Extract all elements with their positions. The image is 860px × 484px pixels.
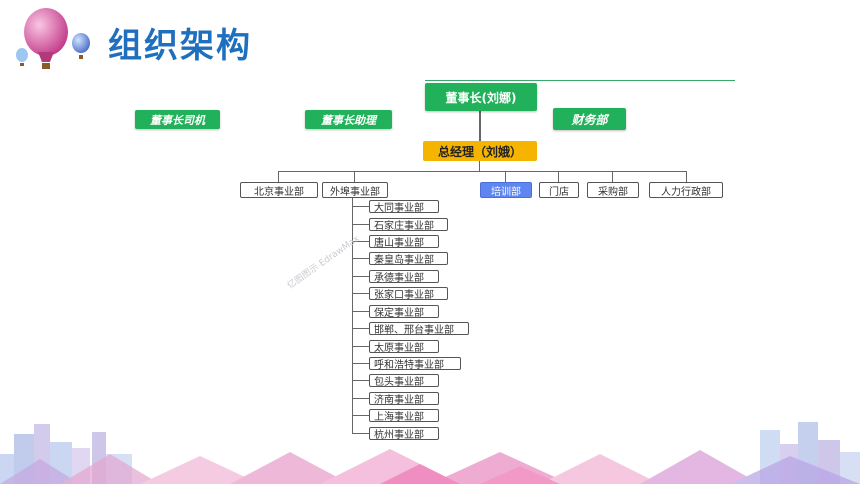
sub-dept: 保定事业部 — [369, 305, 439, 319]
dept-hr-admin: 人力行政部 — [649, 182, 723, 198]
watermark: 亿图图示 EdrawMax — [285, 234, 362, 292]
sub-dept: 太原事业部 — [369, 340, 439, 354]
sub-trunk — [352, 196, 353, 434]
dept-bus — [278, 171, 686, 172]
dept-drop — [278, 171, 279, 182]
sub-tick — [352, 224, 369, 225]
sub-dept: 石家庄事业部 — [369, 218, 448, 232]
title-rule — [425, 80, 735, 81]
dept-drop — [686, 171, 687, 182]
sub-tick — [352, 206, 369, 207]
dept-training: 培训部 — [480, 182, 532, 198]
sub-tick — [352, 346, 369, 347]
sub-tick — [352, 293, 369, 294]
sub-dept: 杭州事业部 — [369, 427, 439, 441]
gm-connector — [479, 161, 480, 171]
dept-drop — [354, 171, 355, 182]
chairman-office-box: 董事长司机 — [135, 110, 220, 129]
page-title: 组织架构 — [108, 26, 252, 66]
chairman-connector — [479, 111, 481, 141]
chairman-box: 董事长(刘娜) — [425, 83, 537, 111]
sub-tick — [352, 276, 369, 277]
finance-box: 财务部 — [553, 108, 626, 130]
dept-purchasing: 采购部 — [587, 182, 639, 198]
sub-tick — [352, 433, 369, 434]
dept-outside: 外埠事业部 — [322, 182, 388, 198]
sub-dept: 唐山事业部 — [369, 235, 439, 249]
balloon-logo-icon — [16, 8, 90, 69]
dept-drop — [612, 171, 613, 182]
skyline-decoration — [0, 422, 860, 484]
sub-dept: 承德事业部 — [369, 270, 439, 284]
dept-beijing: 北京事业部 — [240, 182, 318, 198]
gm-box: 总经理（刘娥） — [423, 141, 537, 161]
sub-dept: 大同事业部 — [369, 200, 439, 214]
dept-drop — [558, 171, 559, 182]
sub-tick — [352, 363, 369, 364]
dept-drop — [505, 171, 506, 182]
sub-dept: 上海事业部 — [369, 409, 439, 423]
sub-dept: 济南事业部 — [369, 392, 439, 406]
sub-dept: 邯郸、邢台事业部 — [369, 322, 469, 336]
sub-tick — [352, 380, 369, 381]
sub-tick — [352, 328, 369, 329]
sub-tick — [352, 398, 369, 399]
chairman-assistant-box: 董事长助理 — [305, 110, 392, 129]
sub-tick — [352, 241, 369, 242]
sub-dept: 秦皇岛事业部 — [369, 252, 448, 266]
sub-dept: 包头事业部 — [369, 374, 439, 388]
dept-store: 门店 — [539, 182, 579, 198]
sub-dept: 张家口事业部 — [369, 287, 448, 301]
sub-dept: 呼和浩特事业部 — [369, 357, 461, 371]
sub-tick — [352, 415, 369, 416]
sub-tick — [352, 258, 369, 259]
sub-tick — [352, 311, 369, 312]
